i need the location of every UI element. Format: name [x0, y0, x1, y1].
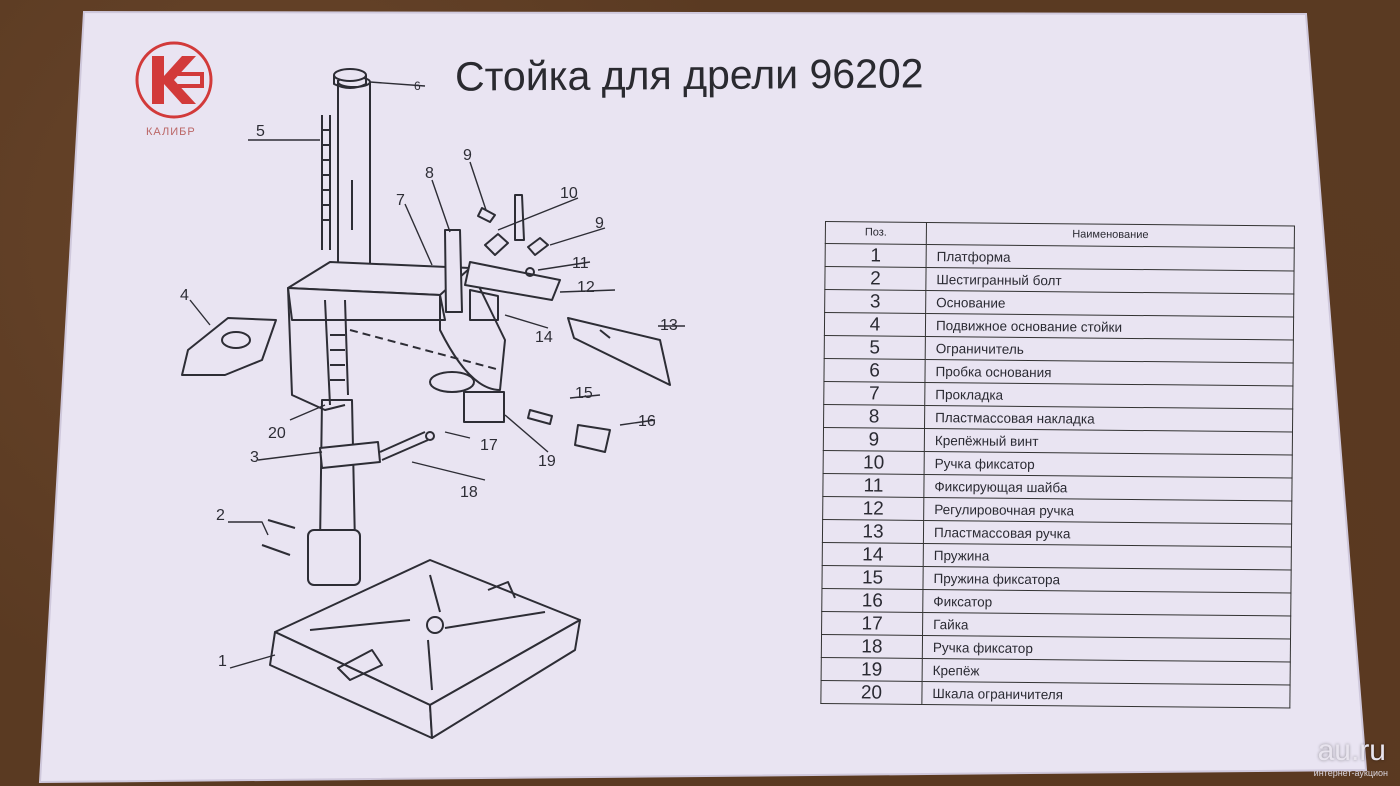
part-position: 20 — [820, 680, 923, 705]
carriage-part — [287, 261, 506, 423]
part-position: 2 — [824, 266, 927, 291]
part-position: 1 — [825, 243, 927, 268]
cap-part — [333, 68, 367, 89]
part-position: 6 — [823, 358, 926, 383]
part-name: Фиксирующая шайба — [923, 474, 1293, 501]
callout-labels: 1 2 3 4 5 6 7 8 9 10 9 11 12 13 14 15 16… — [180, 79, 678, 670]
part-position: 13 — [822, 519, 924, 544]
adjust-bracket — [444, 229, 561, 321]
part-position: 7 — [823, 381, 925, 406]
part-position: 14 — [822, 542, 924, 567]
platform-part — [269, 559, 581, 739]
callout-14: 14 — [535, 329, 553, 346]
part-position: 5 — [824, 335, 926, 360]
callout-5: 5 — [256, 123, 265, 140]
part-name: Регулировочная ручка — [923, 497, 1292, 524]
part-position: 9 — [823, 427, 925, 452]
part-position: 3 — [824, 289, 926, 314]
part-position: 17 — [821, 611, 923, 636]
callout-1: 1 — [218, 653, 227, 670]
handle-part — [567, 317, 671, 386]
callout-4: 4 — [180, 287, 189, 304]
callout-15: 15 — [575, 385, 593, 402]
part-position: 11 — [822, 473, 925, 498]
part-name: Шкала ограничителя — [921, 681, 1291, 708]
watermark-tagline: интернет-аукцион — [1313, 768, 1388, 778]
watermark-site: au.ru — [1317, 734, 1386, 767]
callout-8: 8 — [425, 165, 434, 182]
header-pos: Поз. — [825, 221, 927, 245]
brand-name: КАЛИБР — [146, 126, 196, 138]
callout-7: 7 — [396, 192, 405, 209]
callout-11: 11 — [572, 255, 589, 272]
limiter-rod — [321, 115, 331, 250]
part-position: 10 — [823, 450, 925, 475]
part-position: 18 — [821, 634, 923, 659]
callout-12: 12 — [577, 279, 595, 296]
callout-2: 2 — [216, 507, 225, 524]
callout-19: 19 — [538, 453, 556, 470]
callout-10: 10 — [560, 185, 578, 202]
part-position: 19 — [821, 657, 923, 682]
callout-9b: 9 — [595, 215, 604, 232]
kalibr-logo — [135, 41, 213, 119]
callout-3: 3 — [250, 449, 259, 466]
column-part — [307, 76, 371, 586]
part-position: 16 — [821, 588, 923, 613]
part-position: 8 — [823, 404, 925, 429]
part-position: 12 — [822, 496, 924, 521]
callout-13: 13 — [660, 317, 678, 334]
movable-base-part — [181, 317, 277, 376]
part-position: 4 — [824, 312, 926, 337]
callout-6: 6 — [414, 79, 421, 93]
callout-20: 20 — [268, 425, 286, 442]
callout-16: 16 — [638, 413, 656, 430]
callout-9a: 9 — [463, 147, 472, 164]
callout-17: 17 — [480, 437, 498, 454]
small-parts — [261, 194, 611, 556]
callout-18: 18 — [460, 484, 478, 501]
part-position: 15 — [821, 565, 924, 590]
part-name: Ручка фиксатор — [924, 451, 1293, 478]
